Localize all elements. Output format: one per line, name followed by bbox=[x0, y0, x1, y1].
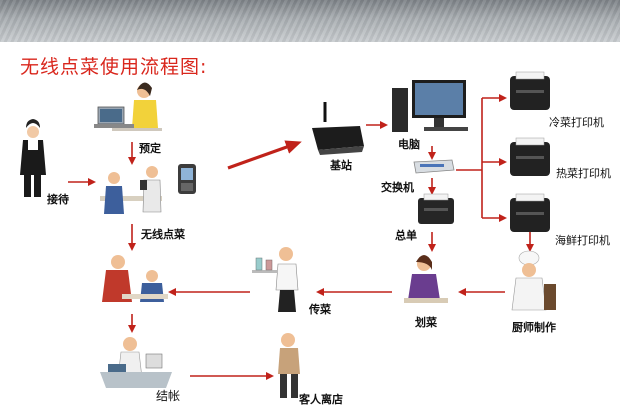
leaving-guest-figure bbox=[278, 333, 300, 398]
label-switch: 交换机 bbox=[381, 179, 414, 195]
cashier-figure bbox=[100, 337, 172, 388]
label-wireless-ordering: 无线点菜 bbox=[141, 226, 185, 242]
printer-summary-icon bbox=[418, 194, 454, 224]
label-computer: 电脑 bbox=[398, 136, 420, 152]
printer-cold-icon bbox=[510, 72, 550, 110]
printer-hot-icon bbox=[510, 138, 550, 176]
dish-mark-figure bbox=[404, 255, 448, 303]
receptionist-figure bbox=[20, 119, 46, 197]
chef-figure bbox=[512, 251, 556, 310]
dining-table-figure bbox=[102, 255, 168, 302]
waiter-figure bbox=[252, 247, 298, 312]
label-serve: 传菜 bbox=[309, 301, 331, 317]
label-hot-printer: 热菜打印机 bbox=[556, 165, 611, 181]
flow-arrows bbox=[68, 98, 530, 376]
label-reservation: 预定 bbox=[139, 140, 161, 156]
label-chef: 厨师制作 bbox=[512, 319, 556, 335]
label-dish-mark: 划菜 bbox=[415, 314, 437, 330]
arrow-ordering-to-base-station bbox=[228, 143, 298, 168]
ordering-figure bbox=[100, 164, 196, 214]
switch-icon bbox=[414, 160, 454, 173]
label-reception: 接待 bbox=[47, 191, 69, 207]
label-checkout: 结帐 bbox=[156, 387, 180, 404]
printer-seafood-icon bbox=[510, 194, 550, 232]
label-leave: 客人离店 bbox=[299, 391, 343, 407]
reservation-figure bbox=[94, 82, 162, 131]
label-seafood-printer: 海鲜打印机 bbox=[555, 232, 610, 248]
label-summary: 总单 bbox=[395, 227, 417, 243]
computer-icon bbox=[392, 80, 468, 132]
router-icon bbox=[312, 102, 364, 155]
label-cold-printer: 冷菜打印机 bbox=[549, 114, 604, 130]
label-base-station: 基站 bbox=[330, 157, 352, 173]
